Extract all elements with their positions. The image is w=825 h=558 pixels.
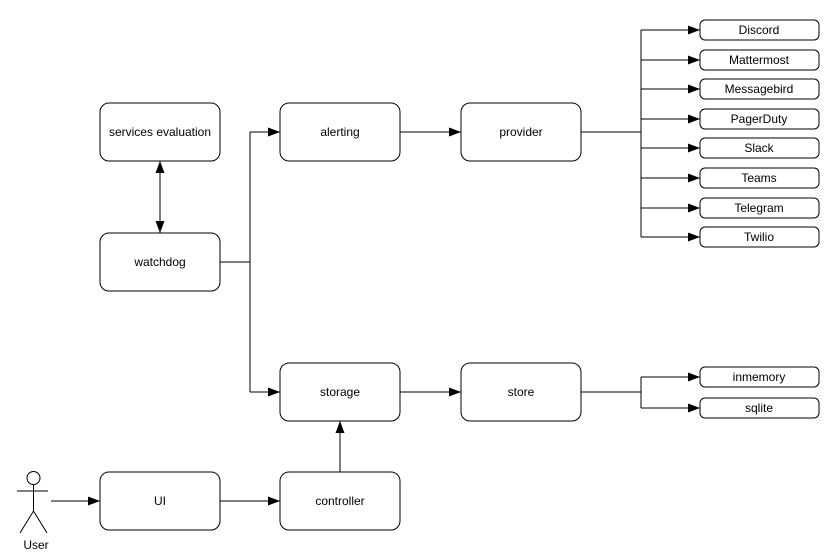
node-provider-twilio: Twilio — [699, 226, 820, 248]
node-provider-discord: Discord — [699, 19, 820, 41]
node-provider-messagebird-label: Messagebird — [725, 82, 794, 96]
node-provider-mattermost-box — [699, 49, 820, 71]
node-services-evaluation-box — [99, 102, 221, 162]
node-provider-teams: Teams — [699, 167, 820, 189]
node-storage: storage — [279, 362, 401, 422]
node-store-box — [460, 362, 582, 422]
node-alerting: alerting — [279, 102, 401, 162]
node-provider-teams-box — [699, 167, 820, 189]
node-store-inmemory: inmemory — [699, 366, 820, 388]
node-store: store — [460, 362, 582, 422]
node-provider-twilio-label: Twilio — [744, 230, 774, 244]
node-store-sqlite-box — [699, 397, 820, 419]
node-store-sqlite-label: sqlite — [745, 401, 773, 415]
node-provider-telegram-label: Telegram — [734, 201, 783, 215]
node-services-evaluation-label: services evaluation — [109, 125, 211, 139]
actor-user: User — [17, 471, 49, 552]
node-provider-label: provider — [499, 125, 542, 139]
node-provider-teams-label: Teams — [741, 171, 776, 185]
actor-head — [26, 471, 41, 485]
node-provider-telegram-box — [699, 197, 820, 219]
node-watchdog-box — [99, 232, 221, 292]
node-controller: controller — [279, 471, 401, 531]
node-controller-box — [279, 471, 401, 531]
node-provider-twilio-box — [699, 226, 820, 248]
node-provider-messagebird-box — [699, 78, 820, 100]
node-storage-label: storage — [320, 385, 360, 399]
node-provider-slack-label: Slack — [744, 141, 774, 155]
node-provider-mattermost-label: Mattermost — [729, 53, 790, 67]
actor-label: User — [23, 538, 48, 552]
edges-layer — [51, 25, 700, 506]
node-provider-box — [460, 102, 582, 162]
node-store-sqlite: sqlite — [699, 397, 820, 419]
node-ui-box — [99, 471, 221, 531]
node-provider: provider — [460, 102, 582, 162]
node-provider-mattermost: Mattermost — [699, 49, 820, 71]
node-ui-label: UI — [154, 494, 166, 508]
node-services-evaluation: services evaluation — [99, 102, 221, 162]
node-provider-discord-label: Discord — [739, 23, 780, 37]
node-ui: UI — [99, 471, 221, 531]
node-store-inmemory-box — [699, 366, 820, 388]
node-provider-slack-box — [699, 137, 820, 159]
node-provider-pagerduty-label: PagerDuty — [731, 112, 788, 126]
node-provider-pagerduty-box — [699, 108, 820, 130]
node-watchdog-label: watchdog — [133, 255, 185, 269]
node-store-label: store — [508, 385, 535, 399]
node-storage-box — [279, 362, 401, 422]
node-alerting-box — [279, 102, 401, 162]
node-provider-messagebird: Messagebird — [699, 78, 820, 100]
actor-legs — [19, 510, 48, 534]
node-store-inmemory-label: inmemory — [733, 370, 786, 384]
node-provider-discord-box — [699, 19, 820, 41]
node-controller-label: controller — [315, 494, 364, 508]
node-provider-telegram: Telegram — [699, 197, 820, 219]
node-alerting-label: alerting — [320, 125, 359, 139]
node-watchdog: watchdog — [99, 232, 221, 292]
node-provider-slack: Slack — [699, 137, 820, 159]
node-provider-pagerduty: PagerDuty — [699, 108, 820, 130]
